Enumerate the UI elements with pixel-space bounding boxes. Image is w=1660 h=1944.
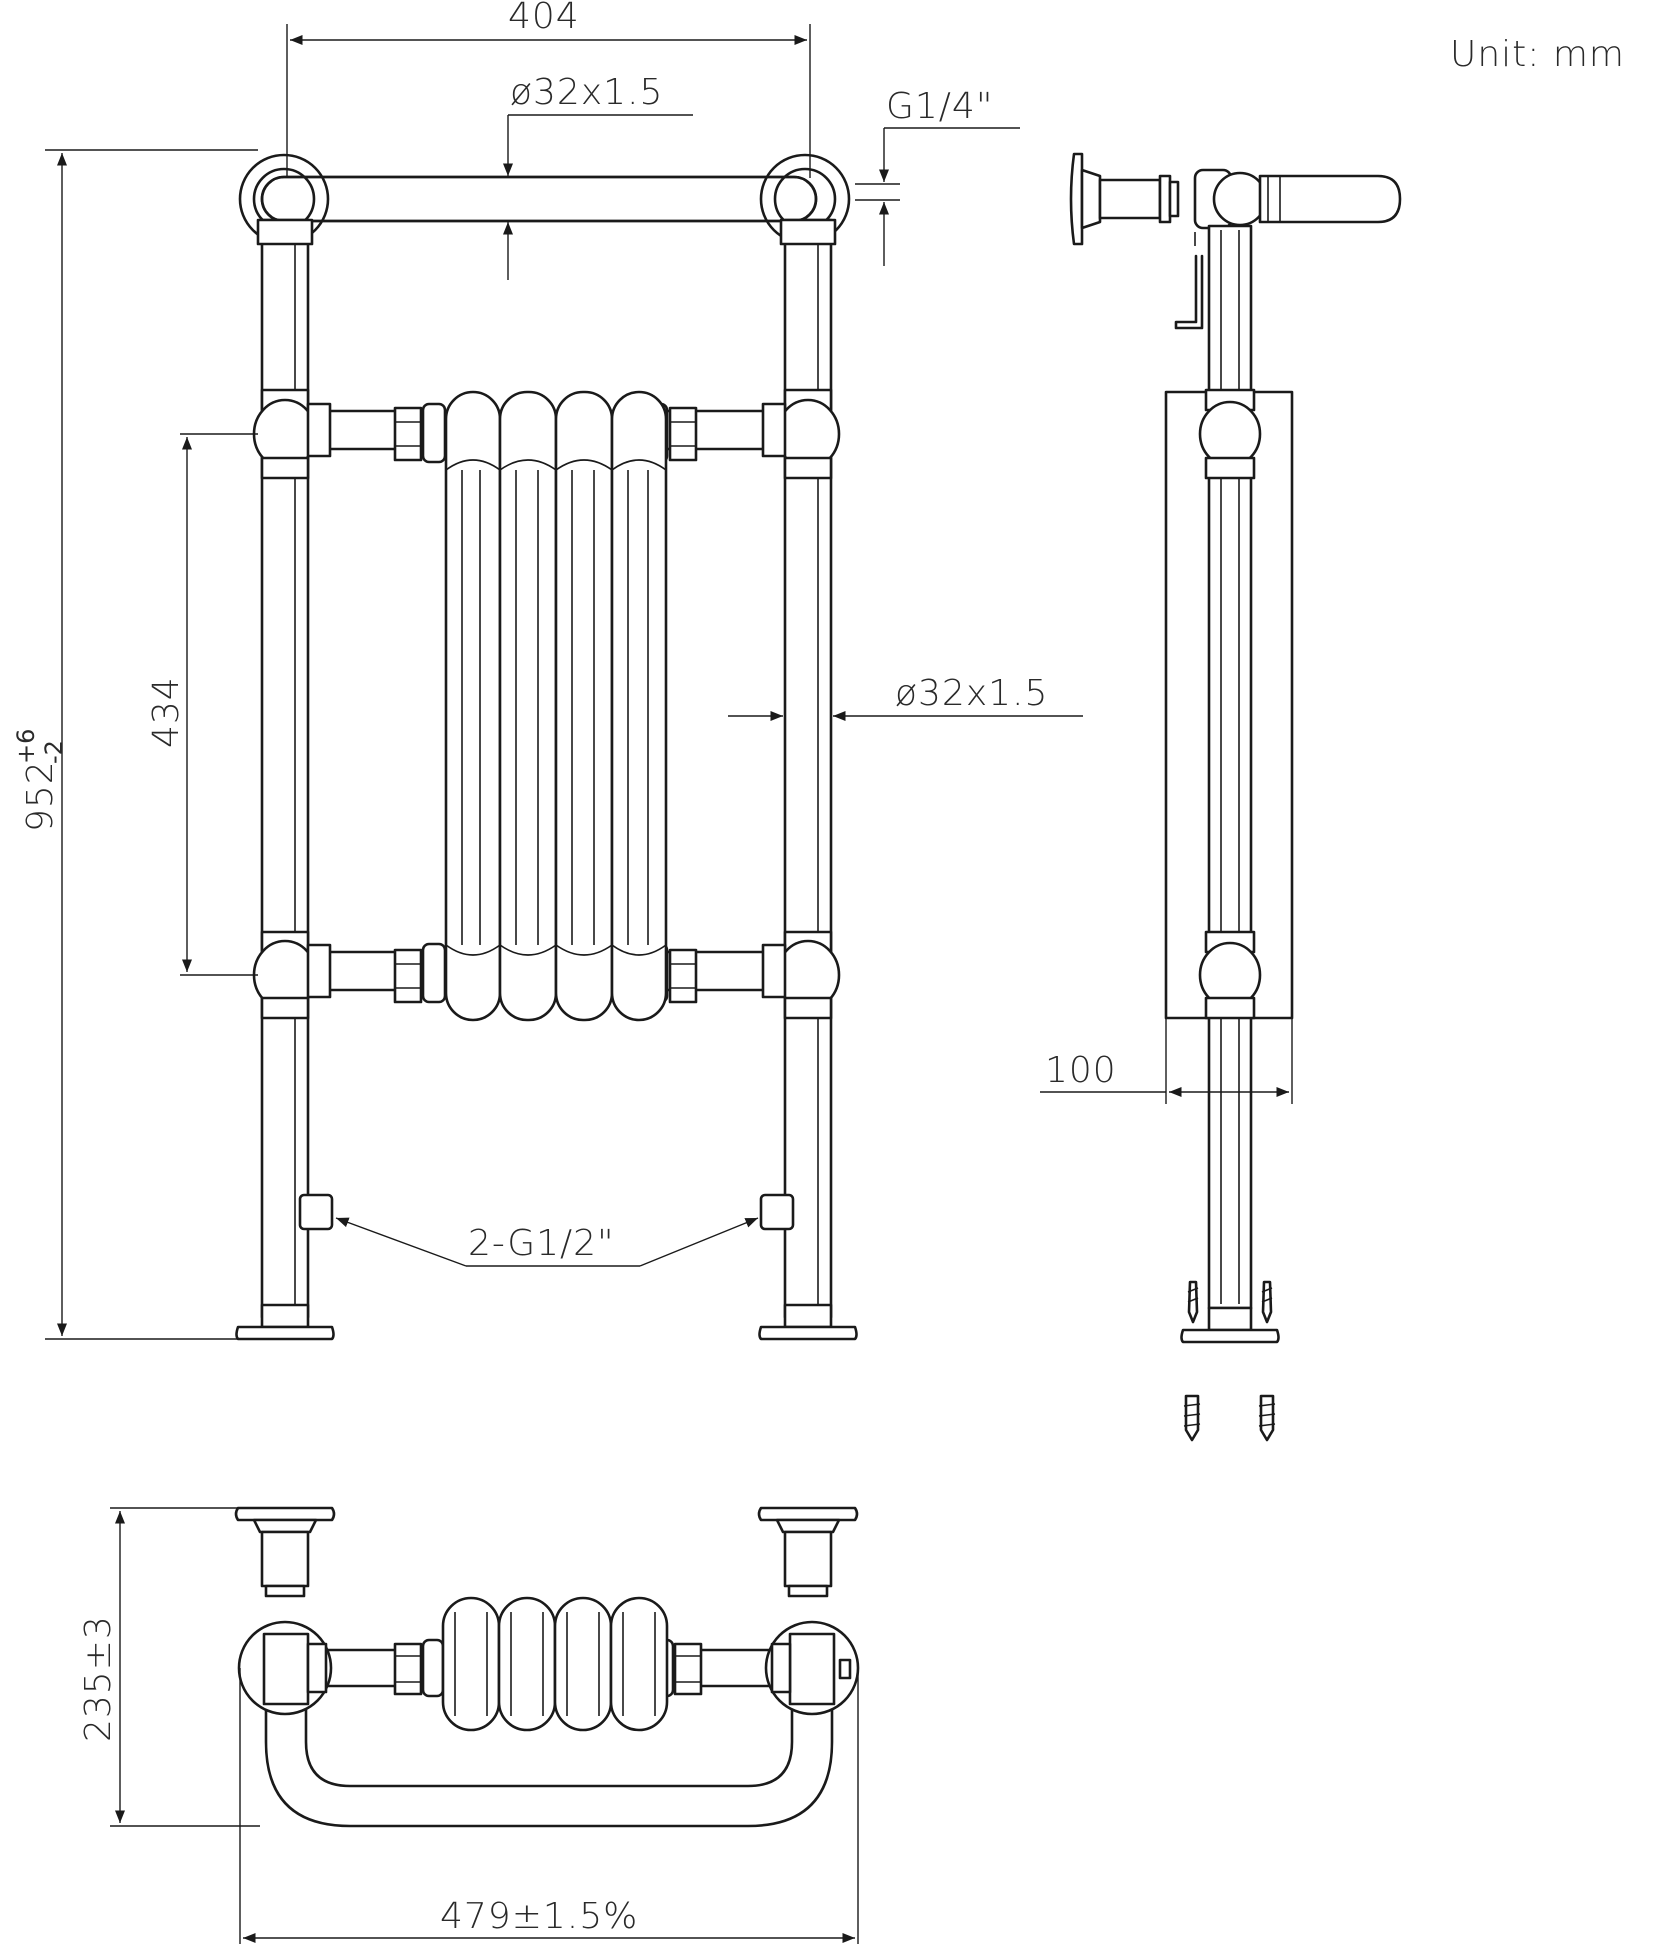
front-dimensions: 404 ø32x1.5 G1/4" 952 +6 -2 434 ø32x1.5 [12,0,1083,1340]
dim-top-width: 404 [508,0,580,37]
plan-radiator-sections [421,1596,675,1732]
dim-height-tol-upper: +6 [12,729,40,764]
dim-overall-width: 479±1.5% [440,1896,638,1937]
allen-key [1174,254,1204,330]
right-column [783,218,833,1319]
front-view [235,153,858,1341]
wall-plugs [1183,1394,1276,1442]
dim-overall-height: 952 [20,760,61,832]
lower-left-junction [252,930,332,1020]
left-valve-connection [298,1193,334,1231]
upper-right-junction [761,388,841,480]
dim-side-depth: 100 [1045,1050,1117,1091]
dim-valve-connections: 2-G1/2" [468,1223,615,1264]
dim-height-tol-lower: -2 [40,740,68,764]
fixing-screws [1187,1280,1273,1324]
plan-view [234,1506,860,1828]
top-rail [260,175,818,223]
dim-column-centres: 434 [146,676,187,748]
side-towel-rail [1258,174,1402,224]
plan-dimensions: 235±3 479±1.5% [78,1507,859,1944]
right-valve-connection [759,1193,795,1231]
floor-feet [235,1303,858,1341]
dim-column-tube: ø32x1.5 [895,673,1048,714]
plan-wall-bracket-right [757,1506,859,1598]
side-wall-bracket [1069,152,1084,246]
dim-inlet-thread: G1/4" [886,86,993,127]
upper-left-junction [252,388,332,480]
dim-projection: 235±3 [78,1615,119,1742]
lower-right-junction [761,930,841,1020]
side-column [1207,224,1253,1310]
plan-wall-bracket-left [234,1506,336,1598]
left-column [260,218,310,1319]
unit-label: Unit: mm [1450,34,1625,75]
plan-towel-rail [264,1678,834,1828]
side-view: 100 [1040,152,1402,1442]
dim-top-rail-tube: ø32x1.5 [510,72,663,113]
radiator-sections [421,390,669,1022]
header-nuts [393,406,698,1004]
